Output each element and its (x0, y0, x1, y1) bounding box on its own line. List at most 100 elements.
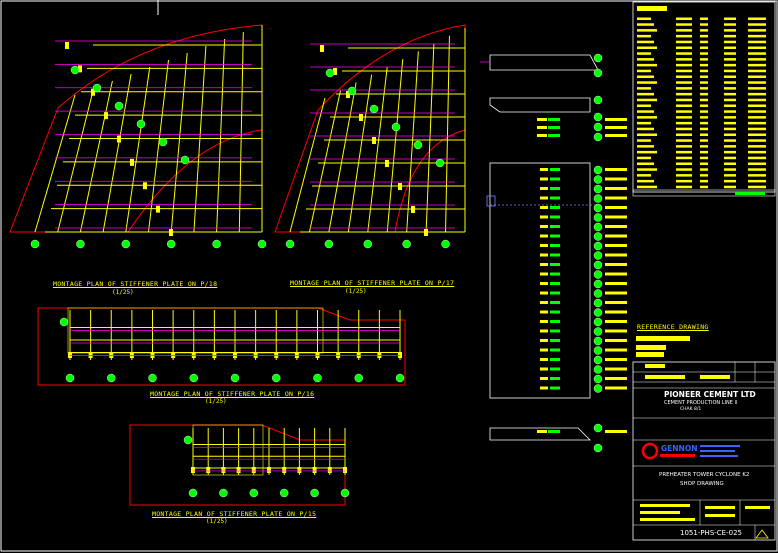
stiffener-plate (356, 352, 361, 358)
stiffener-plate (336, 352, 341, 358)
section-tag (605, 225, 627, 228)
bom-cell (748, 34, 766, 38)
bom-cell (676, 23, 692, 26)
bom-cell (700, 23, 708, 26)
bom-cell (700, 81, 708, 84)
stiffener-line (34, 94, 76, 233)
callout-bubble (402, 239, 411, 249)
bom-cell (700, 185, 708, 189)
bom-cell (676, 179, 692, 183)
bom-cell (700, 121, 708, 125)
section-tag (605, 234, 627, 238)
callout-bubble (593, 222, 603, 232)
section-tag (537, 118, 547, 121)
bom-cell (637, 133, 657, 136)
section-tag (550, 377, 560, 380)
callout-bubble (593, 327, 603, 336)
stiffener-plate (294, 352, 299, 358)
section-tag (548, 126, 560, 129)
stiffener-plate (88, 352, 93, 358)
bom-cell (748, 110, 766, 113)
stiffener-plate (359, 114, 363, 121)
bom-cell (724, 185, 736, 189)
stiffener-plate (267, 467, 271, 473)
bom-cell (676, 17, 692, 20)
section-tag (537, 126, 547, 129)
section-tag (550, 339, 560, 342)
section-tag (540, 196, 548, 200)
callout-bubble (340, 488, 350, 498)
stiffener-plate (346, 91, 350, 98)
bom-cell (637, 98, 657, 102)
bom-cell (724, 40, 736, 44)
callout-bubble (324, 239, 334, 249)
callout-bubble (257, 239, 267, 249)
section-tag (548, 134, 560, 137)
stiffener-line (170, 52, 188, 233)
bom-cell (700, 150, 708, 154)
section-tag (540, 244, 548, 247)
bom-cell (700, 40, 708, 44)
bom-cell (724, 121, 736, 125)
bom-cell (724, 98, 736, 102)
drawing-title-1: PREHEATER TOWER CYCLONE K2 (659, 472, 750, 478)
section-tag (540, 234, 548, 238)
stiffener-plate (130, 158, 134, 166)
bom-cell (724, 29, 736, 32)
section-tag (540, 263, 548, 266)
bom-cell (724, 46, 736, 49)
stiffener-plate (297, 467, 302, 473)
bom-cell (748, 174, 766, 177)
bom-cell (637, 116, 657, 119)
callout-bubble (593, 308, 603, 317)
stiffener-plate (143, 182, 147, 190)
bom-cell (676, 58, 692, 61)
section-tag (540, 187, 548, 190)
callout-bubble (183, 435, 193, 445)
section-tag (550, 320, 560, 323)
section-tag (605, 126, 627, 129)
drawing-number: 1051-PHS-CE-025 (680, 529, 742, 537)
section-tag (605, 272, 627, 276)
bom-cell (700, 174, 708, 177)
company-name: GENNON (661, 444, 698, 453)
stiffener-plate (343, 467, 347, 473)
callout-bubble (92, 83, 102, 93)
stiffener-plate (315, 352, 320, 358)
bom-cell (676, 156, 692, 160)
callout-bubble (363, 239, 372, 249)
bom-cell (700, 127, 708, 131)
bom-cell (637, 75, 654, 78)
section-tag (540, 225, 548, 228)
bom-cell (637, 23, 654, 26)
bom-cell (637, 168, 657, 171)
bom-cell (676, 133, 692, 136)
callout-bubble (188, 488, 198, 498)
view-title-p18: MONTAGE PLAN OF STIFFENER PLATE ON P/18 (53, 280, 218, 288)
callout-bubble (354, 373, 363, 383)
section-tag (550, 234, 560, 238)
bom-cell (724, 156, 736, 160)
callout-bubble (347, 86, 357, 96)
callout-bubble (59, 317, 69, 327)
bom-cell (748, 133, 766, 136)
bom-cell (700, 168, 708, 171)
section-tag (540, 206, 548, 209)
bom-cell (724, 104, 736, 107)
view-p18 (9, 24, 267, 249)
callout-bubble (593, 365, 603, 374)
bom-cell (748, 150, 766, 154)
bom-cell (700, 98, 708, 102)
section-tag (550, 291, 560, 295)
section-tag (605, 430, 627, 433)
bom-cell (637, 92, 654, 96)
bom-cell (748, 121, 766, 125)
section-tag (605, 386, 627, 390)
stiffener-line (367, 66, 388, 233)
bom-cell (637, 46, 657, 49)
bom-cell (700, 162, 708, 165)
callout-bubble (593, 213, 603, 222)
bom-cell (676, 40, 692, 44)
bom-cell (748, 179, 766, 183)
bom-cell (748, 17, 766, 20)
